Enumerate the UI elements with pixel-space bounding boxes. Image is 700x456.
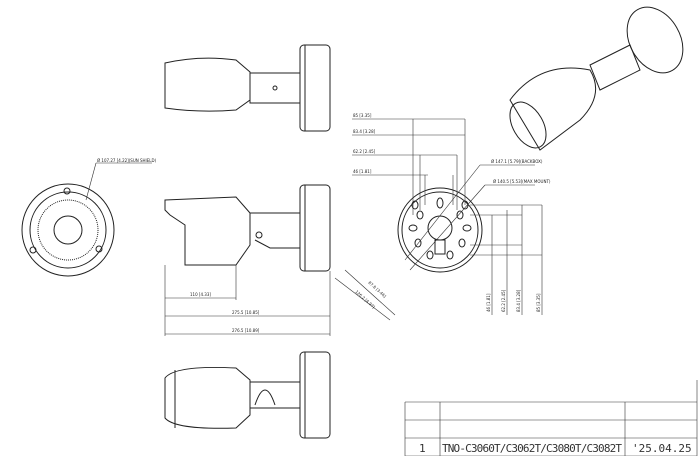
side-dimensions: 110 [4.33] 275.5 [10.85] 276.5 [10.89] <box>164 265 331 336</box>
camera-bottom-view <box>164 351 331 439</box>
revision-date: '25.04.25 <box>632 442 692 455</box>
dim-v85: 85 [3.35] <box>536 293 541 312</box>
dim-h85: 85 [3.35] <box>353 113 372 118</box>
dim-110: 110 [4.33] <box>190 292 211 297</box>
dim-276: 276.5 [10.89] <box>232 328 260 333</box>
camera-perspective-view <box>509 6 684 151</box>
dim-275: 275.5 [10.85] <box>232 310 260 315</box>
camera-front-view: Ø 107.27 [4.22](SUN SHIELD) <box>21 158 157 277</box>
mount-dimensions: 85 [3.35] 83.4 [3.28] 62.2 [2.45] 46 [1.… <box>334 113 551 321</box>
camera-side-view <box>164 184 331 272</box>
dim-sun-shield: Ø 107.27 [4.22](SUN SHIELD) <box>97 158 157 163</box>
model-numbers: TNO-C3060T/C3062T/C3080T/C3082T <box>442 442 622 455</box>
title-block: 1 TNO-C3060T/C3062T/C3080T/C3082T '25.04… <box>404 380 698 456</box>
dim-v62: 62.2 [2.45] <box>501 289 506 312</box>
dim-mount: Ø 140.5 [5.53](MAX MOUNT) <box>493 179 551 184</box>
dim-v83: 83.4 [3.28] <box>516 289 521 312</box>
camera-top-view <box>164 44 331 132</box>
revision-number: 1 <box>419 442 426 455</box>
dim-diag87: 87.8 [3.46] <box>367 280 387 299</box>
dim-h83: 83.4 [3.28] <box>353 129 376 134</box>
dim-diag126: 126.2 [4.97] <box>354 289 376 310</box>
dim-backbox: Ø 147.1 [5.79](BACKBOX) <box>491 159 543 164</box>
dim-h46: 46 [1.81] <box>353 169 372 174</box>
mount-plate-view <box>397 187 483 273</box>
dim-h62: 62.2 [2.45] <box>353 149 376 154</box>
dim-v46: 46 [1.81] <box>486 293 491 312</box>
